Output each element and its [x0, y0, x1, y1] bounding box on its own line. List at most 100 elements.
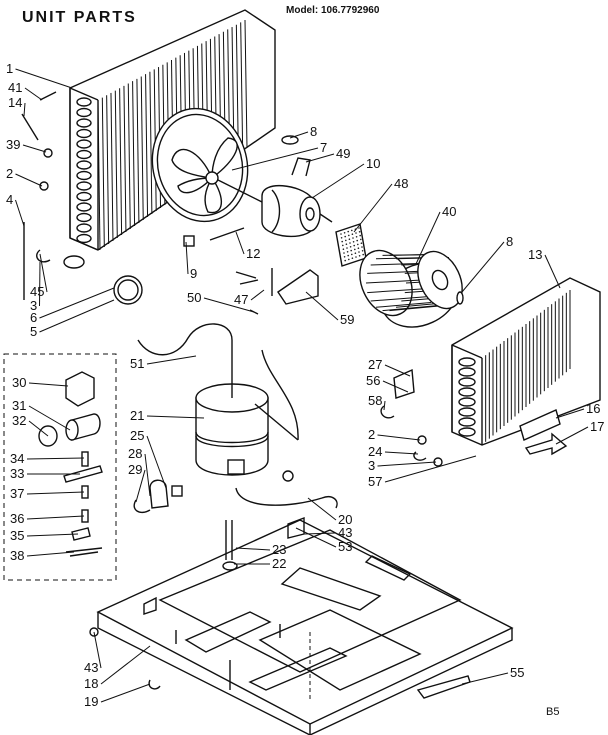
leader-line — [26, 491, 85, 495]
nut — [282, 470, 294, 482]
leader-line — [544, 254, 561, 289]
callout-27: 27 — [368, 357, 382, 372]
callout-16: 16 — [586, 401, 600, 416]
callout-53: 53 — [338, 539, 352, 554]
callout-50: 50 — [187, 290, 201, 305]
leader-line — [100, 683, 151, 703]
leader-line — [353, 183, 393, 233]
callout-28: 28 — [128, 446, 142, 461]
leader-line — [15, 68, 73, 89]
spring-clip — [183, 235, 195, 247]
evaporator-coil — [451, 277, 601, 446]
leader-line — [39, 287, 115, 319]
base-pan — [96, 516, 514, 735]
grommet-ring — [113, 275, 143, 305]
callout-5: 5 — [30, 324, 37, 339]
callout-8: 8 — [310, 124, 317, 139]
callout-35: 35 — [10, 528, 24, 543]
control-parts-inset — [3, 353, 117, 581]
callout-39: 39 — [6, 137, 20, 152]
callout-6: 6 — [30, 310, 37, 325]
leader-line — [26, 457, 85, 460]
leader-line — [383, 400, 386, 411]
wire-harness — [235, 487, 338, 509]
callout-56: 56 — [366, 373, 380, 388]
leader-line — [22, 144, 47, 153]
callout-29: 29 — [128, 462, 142, 477]
blower-bracket — [277, 269, 319, 305]
leader-line — [135, 469, 146, 503]
callout-34: 34 — [10, 451, 24, 466]
motor-bracket — [291, 157, 311, 177]
callout-10: 10 — [366, 156, 380, 171]
leader-line — [26, 515, 85, 520]
leader-line — [384, 455, 477, 483]
leader-line — [203, 297, 255, 313]
leader-line — [146, 435, 167, 489]
leader-line — [377, 434, 421, 441]
leader-line — [23, 102, 26, 117]
leader-line — [250, 289, 265, 301]
leader-line — [146, 355, 197, 365]
capacitor — [71, 413, 101, 441]
callout-8: 8 — [506, 234, 513, 249]
terminal-cover — [149, 479, 169, 509]
tube-clip — [39, 91, 57, 101]
drain-trough — [519, 409, 561, 441]
callout-57: 57 — [368, 474, 382, 489]
callout-17: 17 — [590, 419, 604, 434]
callout-38: 38 — [10, 548, 24, 563]
leader-line — [555, 426, 589, 445]
leader-line — [384, 364, 411, 377]
callout-58: 58 — [368, 393, 382, 408]
leader-line — [28, 405, 71, 431]
callout-43: 43 — [84, 660, 98, 675]
fan-motor — [217, 179, 333, 238]
callout-3: 3 — [30, 298, 37, 313]
grommet — [171, 485, 183, 497]
callout-55: 55 — [510, 665, 524, 680]
compressor — [137, 323, 299, 476]
leader-line — [231, 147, 319, 171]
leader-line — [100, 645, 151, 685]
diagram-title: UNIT PARTS — [22, 9, 137, 26]
callout-41: 41 — [8, 80, 22, 95]
leader-line — [377, 461, 437, 467]
leader-line — [93, 631, 102, 669]
callout-20: 20 — [338, 512, 352, 527]
callout-14: 14 — [8, 95, 22, 110]
callout-21: 21 — [130, 408, 144, 423]
callout-4: 4 — [6, 192, 13, 207]
leader-line — [461, 672, 509, 685]
leader-line — [26, 533, 79, 537]
leader-line — [382, 380, 409, 393]
leader-line — [185, 241, 189, 275]
callout-48: 48 — [394, 176, 408, 191]
callout-31: 31 — [12, 398, 26, 413]
callout-43: 43 — [338, 525, 352, 540]
callout-22: 22 — [272, 556, 286, 571]
leader-line — [415, 211, 441, 265]
callout-19: 19 — [84, 694, 98, 709]
leader-line — [39, 261, 41, 307]
leader-line — [235, 231, 245, 255]
callout-32: 32 — [12, 413, 26, 428]
callout-25: 25 — [130, 428, 144, 443]
leader-line — [15, 199, 25, 227]
callout-49: 49 — [336, 146, 350, 161]
callout-3: 3 — [368, 458, 375, 473]
callout-1: 1 — [6, 61, 13, 76]
callout-2: 2 — [6, 166, 13, 181]
leader-line — [39, 253, 48, 293]
leader-line — [305, 153, 335, 163]
leader-line — [555, 408, 585, 419]
insulation-pad — [335, 223, 367, 267]
callout-23: 23 — [272, 542, 286, 557]
leader-lines — [15, 68, 589, 703]
callout-40: 40 — [442, 204, 456, 219]
callout-7: 7 — [320, 140, 327, 155]
callout-36: 36 — [10, 511, 24, 526]
leader-line — [28, 382, 69, 387]
